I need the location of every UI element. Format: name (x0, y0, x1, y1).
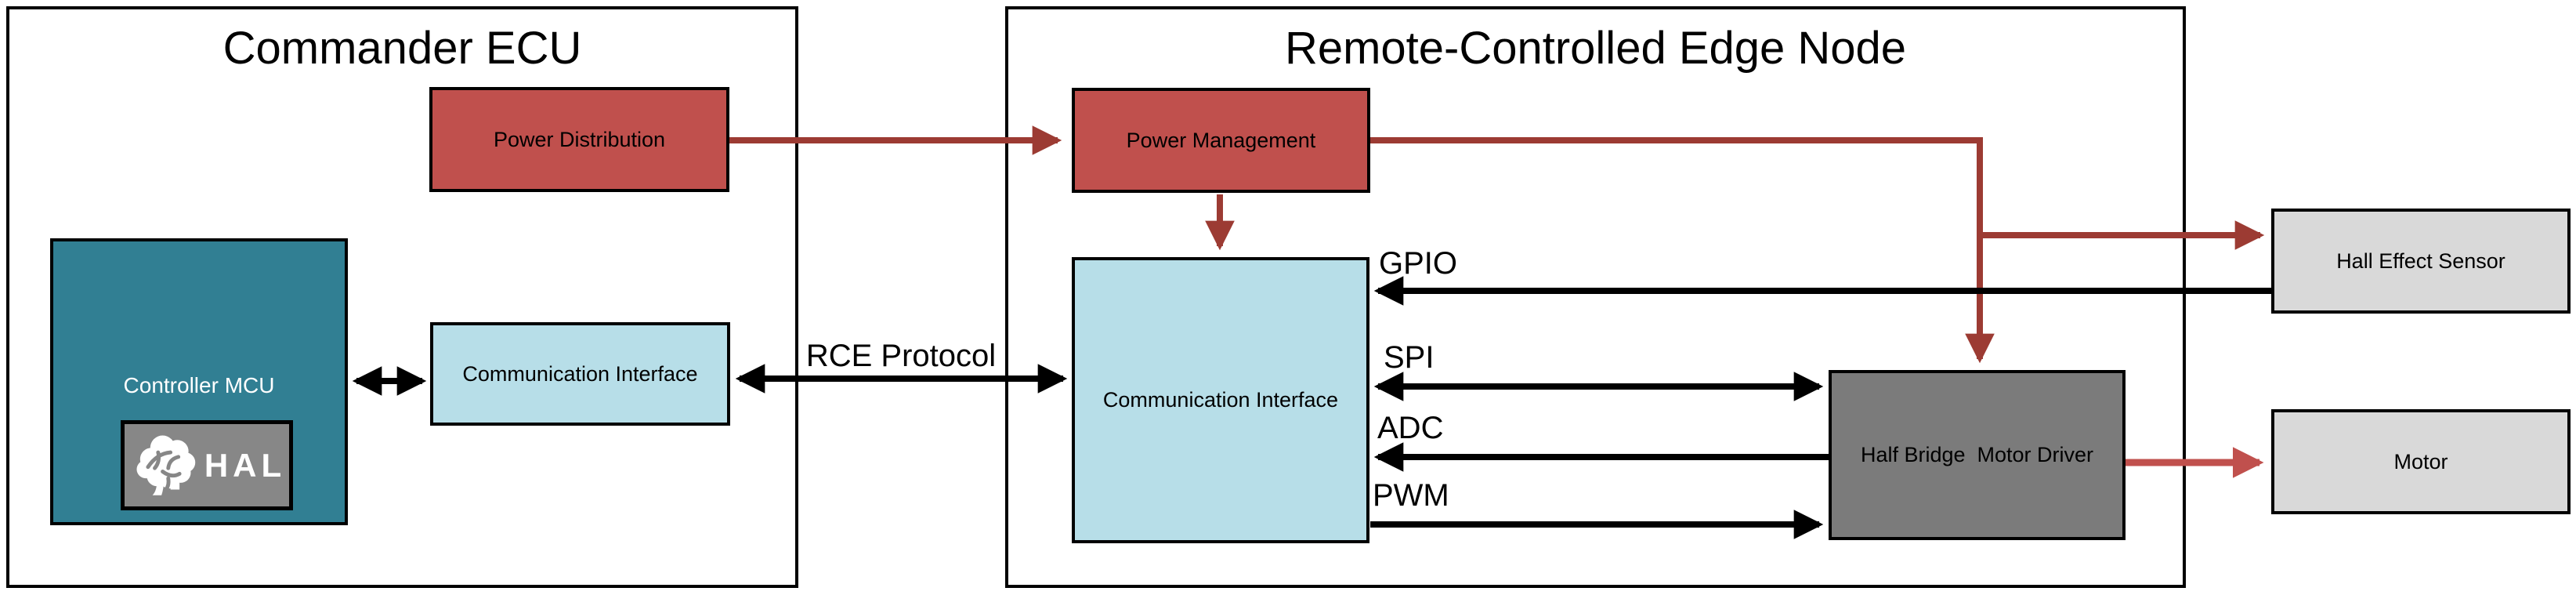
adc-label: ADC (1377, 411, 1444, 445)
spi-label: SPI (1384, 340, 1435, 375)
hal-badge-label: HAL (204, 446, 287, 484)
controller-mcu-block: Controller MCU (50, 238, 348, 525)
commander-comm-interface-label: Communication Interface (462, 361, 698, 386)
motor-block: Motor (2271, 409, 2571, 514)
power-management-label: Power Management (1126, 128, 1316, 152)
commander-ecu-title: Commander ECU (223, 23, 582, 74)
edge-comm-interface-label: Communication Interface (1102, 388, 1339, 412)
pwm-label: PWM (1373, 478, 1449, 513)
power-management-block: Power Management (1072, 88, 1370, 193)
half-bridge-motor-driver-label: Half Bridge Motor Driver (1860, 443, 2094, 466)
hall-effect-sensor-label: Hall Effect Sensor (2336, 249, 2505, 273)
edge-node-title: Remote-Controlled Edge Node (1284, 23, 1907, 74)
commander-comm-interface-block: Communication Interface (430, 322, 730, 426)
hal-badge: HAL (121, 420, 293, 510)
controller-mcu-label: Controller MCU (123, 373, 275, 397)
power-distribution-label: Power Distribution (493, 127, 666, 151)
half-bridge-motor-driver-block: Half Bridge Motor Driver (1829, 370, 2126, 540)
power-distribution-block: Power Distribution (429, 87, 729, 192)
gpio-label: GPIO (1379, 246, 1458, 281)
wire-power-management-to-motor-driver (1370, 137, 1995, 364)
motor-label: Motor (2393, 449, 2448, 473)
edge-comm-interface-block: Communication Interface (1072, 257, 1369, 543)
brain-icon (128, 425, 200, 506)
hall-effect-sensor-block: Hall Effect Sensor (2271, 209, 2571, 314)
